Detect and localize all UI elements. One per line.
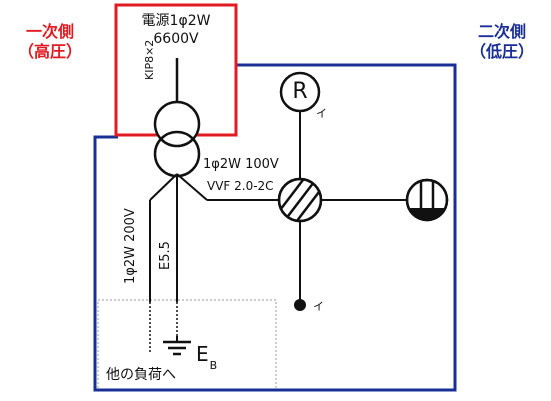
primary-side-label: 一次側 （高圧） (6, 22, 94, 62)
source-line2: 6600V (153, 31, 199, 48)
earth-label-sub: B (209, 359, 218, 372)
secondary-boundary (93, 63, 457, 392)
source-line1: 電源1φ2W (141, 13, 211, 29)
receptacle-icon (279, 71, 321, 113)
supply-voltage-label: 1φ2W 100V (203, 157, 279, 172)
secondary-side-label: 二次側 （低圧） (458, 22, 546, 62)
earth-wire-label: E5.5 (158, 241, 173, 270)
branch-200v-label: 1φ2W 200V (123, 208, 138, 284)
primary-side-title: 一次側 (25, 22, 74, 41)
lighting-fixture-icon (405, 178, 449, 222)
other-load-label: 他の負荷へ (106, 367, 176, 383)
receptacle-symbol-label: R (292, 79, 308, 104)
wire-200v-diag (149, 173, 178, 201)
earth-label: EB (196, 342, 217, 371)
primary-side-subtitle: （高圧） (17, 42, 82, 61)
secondary-side-title: 二次側 (477, 22, 526, 41)
earth-icon (163, 336, 191, 356)
supply-cable-label: VVF 2.0-2C (207, 179, 274, 193)
wire-to-outlet (176, 173, 208, 201)
source-label: 電源1φ2W 6600V (118, 12, 234, 48)
junction-outlet-icon (277, 177, 323, 223)
primary-cable-label: KIP8×2 (143, 39, 156, 80)
secondary-side-subtitle: （低圧） (469, 42, 534, 61)
switch-label-top: イ (316, 107, 327, 120)
switch-label-bottom: イ (313, 300, 324, 313)
switch-icon (294, 299, 306, 311)
earth-label-main: E (196, 342, 209, 366)
